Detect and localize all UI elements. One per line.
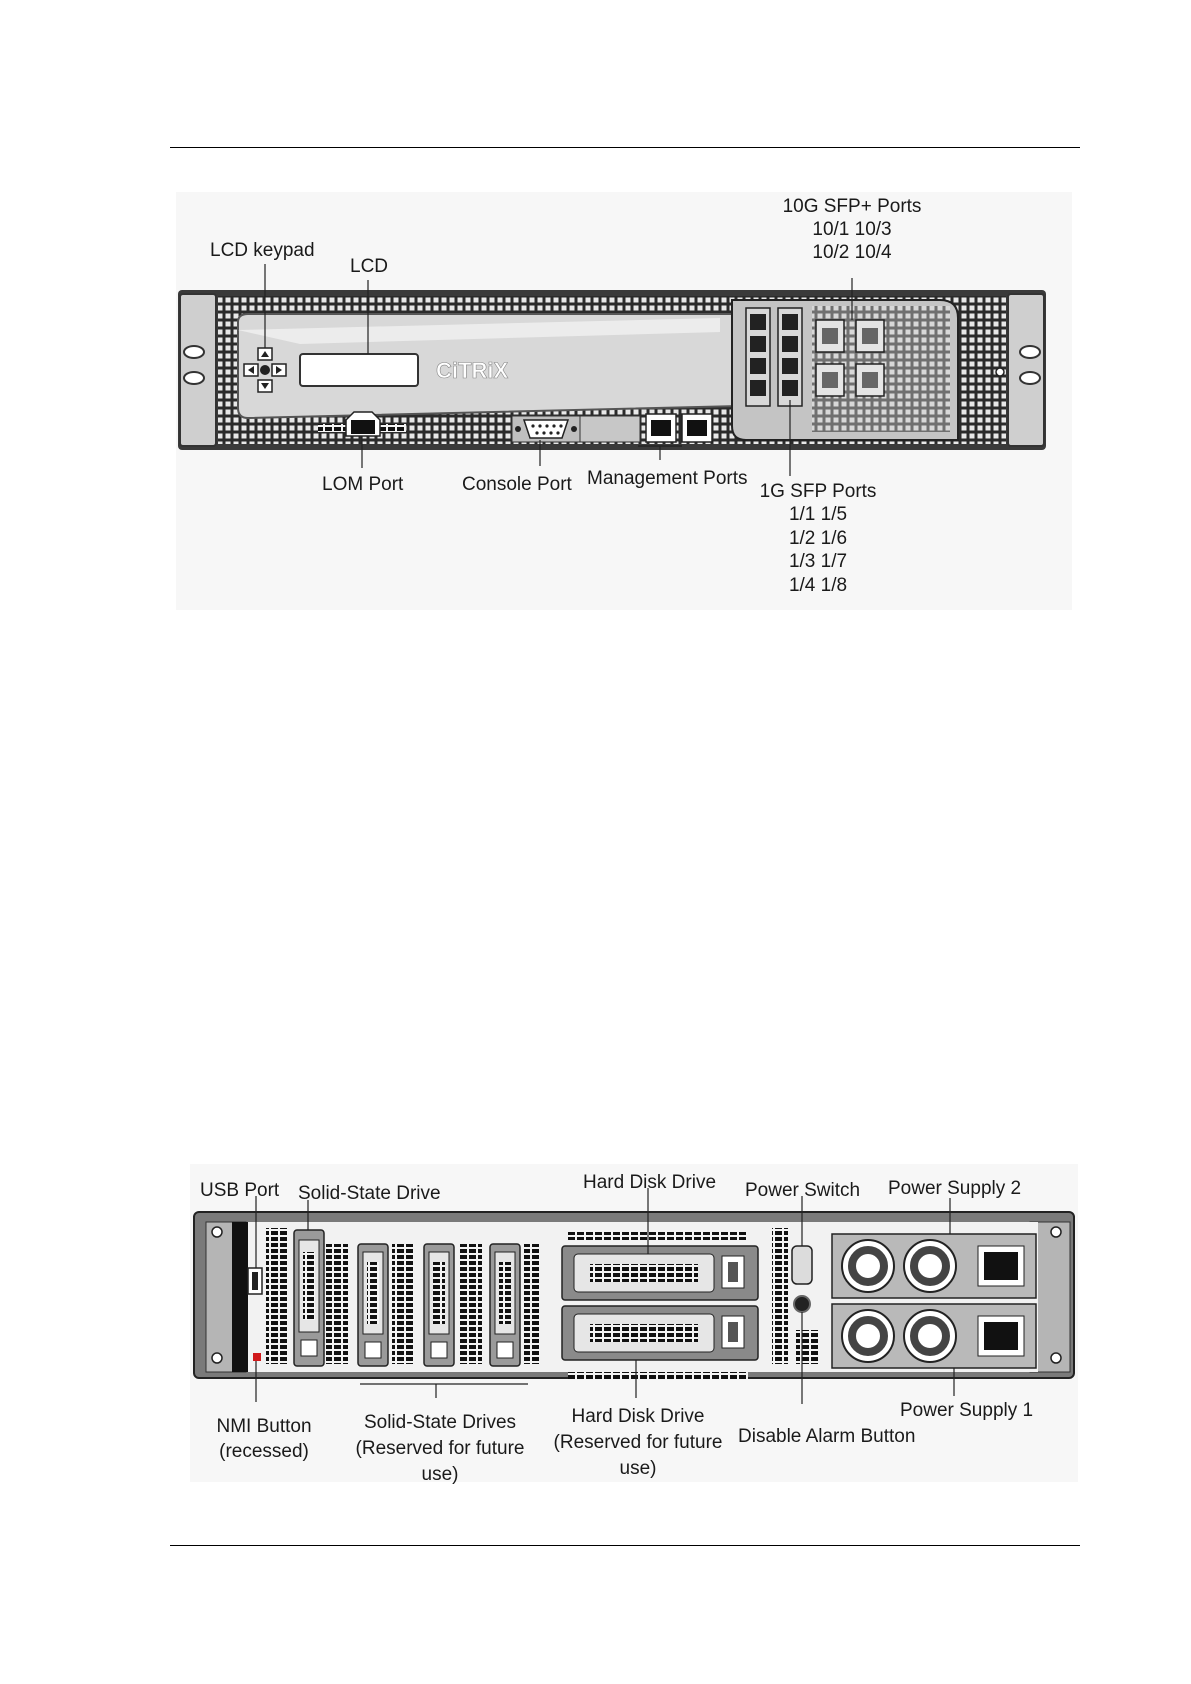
power-supply-1[interactable] xyxy=(831,1303,1037,1369)
lcd-keypad[interactable] xyxy=(243,347,287,393)
label-sfp-row4: 1/4 1/8 xyxy=(789,575,847,596)
sfp-1g-ports[interactable] xyxy=(745,307,803,407)
label-sfp-row3: 1/3 1/7 xyxy=(789,551,847,572)
management-ports[interactable] xyxy=(645,413,713,443)
front-callout-lines xyxy=(264,264,853,476)
label-hdd-res-line1: Hard Disk Drive xyxy=(571,1406,704,1427)
label-ssd: Solid-State Drive xyxy=(298,1183,441,1204)
hdd-bays[interactable] xyxy=(561,1245,759,1361)
label-nmi-line1: NMI Button xyxy=(216,1416,311,1437)
label-management-ports: Management Ports xyxy=(587,468,748,489)
header-rule xyxy=(170,147,1080,148)
usb-port[interactable] xyxy=(247,1267,263,1295)
label-hdd-top: Hard Disk Drive xyxy=(583,1172,716,1193)
label-lom-port: LOM Port xyxy=(322,474,404,495)
label-console-port: Console Port xyxy=(462,474,573,495)
label-sfp-title: 1G SFP Ports xyxy=(760,481,877,502)
label-lcd: LCD xyxy=(350,256,388,277)
console-port[interactable] xyxy=(511,415,581,443)
back-vents xyxy=(266,1228,818,1380)
blank-plate xyxy=(579,415,641,443)
power-supply-2[interactable] xyxy=(831,1233,1037,1299)
label-nmi-line2: (recessed) xyxy=(219,1441,309,1462)
label-sfp-plus-row2: 10/2 10/4 xyxy=(812,242,892,263)
label-sfp-plus-title: 10G SFP+ Ports xyxy=(783,196,922,217)
label-lcd-keypad: LCD keypad xyxy=(210,240,315,261)
screw-icon xyxy=(995,367,1005,377)
label-ssd-res-line2: (Reserved for future xyxy=(356,1438,525,1459)
label-sfp-plus-row1: 10/1 10/3 xyxy=(812,219,891,240)
label-power-switch: Power Switch xyxy=(745,1180,860,1201)
citrix-logo: CiTRiX xyxy=(436,358,508,383)
label-usb-port: USB Port xyxy=(200,1180,280,1201)
lcd-screen xyxy=(299,353,419,387)
label-hdd-res-line3: use) xyxy=(620,1458,657,1479)
label-disable-alarm: Disable Alarm Button xyxy=(738,1426,915,1447)
sfp-plus-10g-ports[interactable] xyxy=(815,319,885,397)
label-sfp-row2: 1/2 1/6 xyxy=(789,528,847,549)
label-hdd-res-line2: (Reserved for future xyxy=(554,1432,723,1453)
label-psu2: Power Supply 2 xyxy=(888,1178,1021,1199)
ssd-bays[interactable] xyxy=(293,1229,521,1367)
back-callout-lines xyxy=(255,1188,955,1404)
label-psu1: Power Supply 1 xyxy=(900,1400,1033,1421)
disable-alarm-button[interactable] xyxy=(793,1295,811,1313)
lom-port[interactable] xyxy=(318,411,406,437)
power-switch[interactable] xyxy=(791,1245,813,1285)
nmi-button[interactable] xyxy=(253,1353,261,1361)
label-ssd-res-line3: use) xyxy=(422,1464,459,1485)
label-ssd-res-line1: Solid-State Drives xyxy=(364,1412,516,1433)
label-sfp-row1: 1/1 1/5 xyxy=(789,504,847,525)
footer-rule xyxy=(170,1545,1080,1546)
